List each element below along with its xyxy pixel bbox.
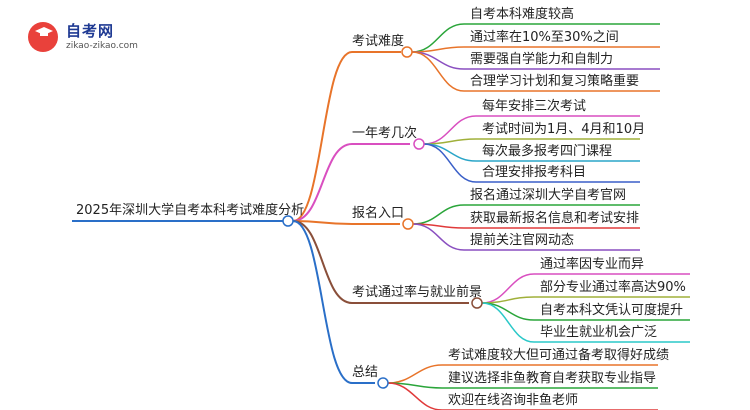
leaf-label: 欢迎在线咨询非鱼老师 — [448, 393, 579, 408]
leaf-label: 建议选择非鱼教育自考获取专业指导 — [448, 371, 657, 386]
leaf-label: 需要强自学能力和自制力 — [470, 52, 614, 67]
leaf-label: 部分专业通过率高达90% — [540, 280, 686, 295]
logo-badge-icon — [28, 22, 58, 52]
leaf-label: 合理学习计划和复习策略重要 — [470, 74, 640, 89]
graduation-cap-icon — [35, 27, 53, 36]
branch-label: 一年考几次 — [352, 126, 418, 141]
leaf-label: 通过率因专业而异 — [540, 257, 645, 272]
leaf-connector — [387, 364, 443, 384]
leaf-label: 考试时间为1月、4月和10月 — [482, 122, 646, 137]
leaf-connector — [423, 138, 477, 145]
leaf-connector — [481, 273, 535, 304]
leaf-label: 每次最多报考四门课程 — [482, 144, 613, 159]
leaf-connector — [387, 382, 443, 410]
leaf-label: 通过率在10%至30%之间 — [470, 30, 619, 45]
branch-connector — [292, 220, 353, 225]
leaf-connector — [481, 302, 535, 321]
branch-label: 总结 — [352, 365, 379, 380]
branch-label: 报名入口 — [352, 206, 405, 221]
leaf-connector — [481, 302, 535, 343]
logo: 自考网 zikao-zikao.com — [28, 14, 158, 54]
leaf-connector — [423, 143, 477, 162]
leaf-connector — [411, 46, 465, 53]
leaf-connector — [411, 51, 465, 92]
leaf-connector — [412, 223, 465, 251]
branch-node — [401, 46, 413, 58]
leaf-connector — [481, 296, 535, 304]
root-node — [282, 215, 294, 227]
leaf-label: 自考本科文凭认可度提升 — [540, 303, 684, 318]
branch-label: 考试难度 — [352, 34, 405, 49]
branch-connector — [292, 51, 353, 222]
branch-node — [377, 377, 389, 389]
branch-node — [402, 218, 414, 230]
leaf-connector — [423, 143, 477, 183]
leaf-label: 合理安排报考科目 — [482, 165, 587, 180]
logo-title: 自考网 — [66, 22, 115, 40]
root-label: 2025年深圳大学自考本科考试难度分析 — [76, 203, 305, 218]
branch-node — [413, 138, 425, 150]
logo-subtitle: zikao-zikao.com — [66, 41, 138, 51]
leaf-label: 报名通过深圳大学自考官网 — [470, 188, 627, 203]
leaf-label: 毕业生就业机会广泛 — [540, 325, 658, 340]
leaf-label: 获取最新报名信息和考试安排 — [470, 211, 640, 226]
leaf-label: 自考本科难度较高 — [470, 7, 575, 22]
branch-label: 考试通过率与就业前景 — [352, 285, 483, 300]
branch-connector — [292, 220, 353, 384]
leaf-label: 每年安排三次考试 — [482, 99, 587, 114]
leaf-label: 提前关注官网动态 — [470, 233, 575, 248]
branch-connector — [292, 143, 353, 222]
branch-node — [471, 297, 483, 309]
leaf-label: 考试难度较大但可通过备考取得好成绩 — [448, 348, 670, 363]
branch-connector — [292, 220, 353, 304]
leaf-connector — [412, 204, 465, 225]
leaf-connector — [411, 51, 465, 70]
